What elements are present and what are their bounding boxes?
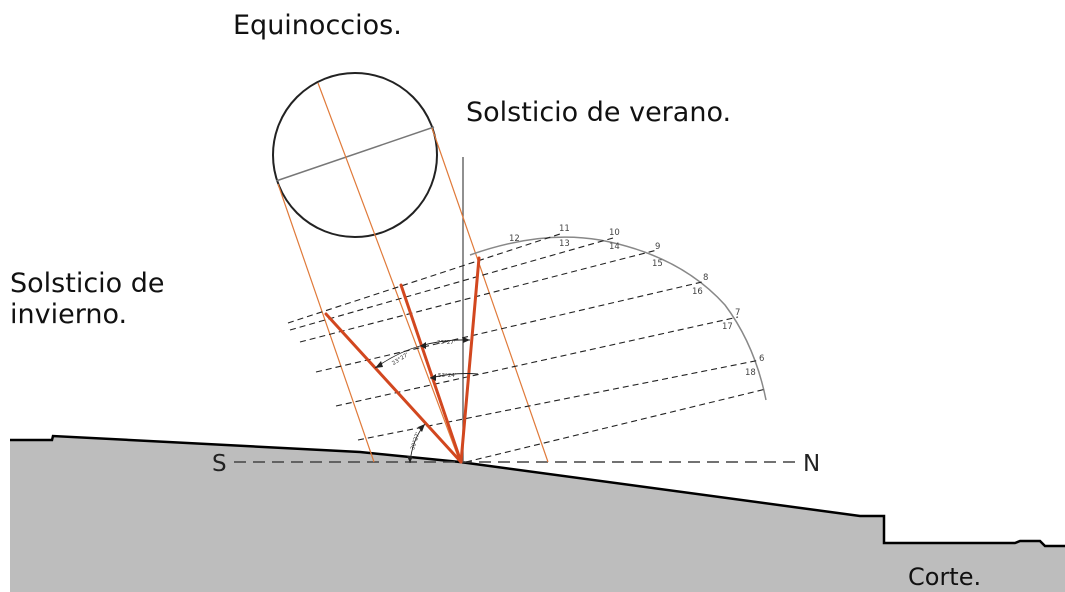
hour-label: 9 — [655, 242, 660, 252]
arrowhead — [463, 337, 470, 343]
summer-solstice-ray — [459, 256, 481, 464]
hour-label: 14 — [609, 242, 620, 252]
guide-line-left — [277, 183, 375, 463]
hour-line — [335, 316, 739, 407]
hour-label: 18 — [745, 368, 756, 378]
hour-label: 17 — [722, 322, 733, 332]
winter-solstice-label-line2: invierno. — [10, 299, 128, 330]
summer-solstice-label: Solsticio de verano. — [466, 97, 732, 128]
hour-line — [299, 249, 658, 343]
sun-disc — [272, 72, 438, 238]
winter-solstice-label: Solsticio de invierno. — [10, 268, 165, 330]
angle-label-winter-altitude: 30°27' — [410, 432, 421, 451]
north-label: N — [803, 451, 820, 477]
hour-line — [357, 359, 761, 441]
hour-label: 13 — [559, 239, 570, 249]
equinox-ray — [399, 283, 463, 464]
hour-label: 16 — [692, 287, 703, 297]
hour-line — [289, 237, 614, 331]
hour-label-noon: 12 — [509, 234, 520, 244]
hour-line — [287, 233, 561, 324]
hour-lines — [287, 233, 767, 463]
ground-section — [10, 436, 1065, 592]
angle-label-summer: 23°27' — [437, 340, 455, 346]
hour-label: 8 — [703, 273, 708, 283]
hour-label: 11 — [559, 224, 570, 234]
winter-solstice-ray — [324, 312, 463, 464]
angle-label-equinox-altitude: 53°24' — [438, 373, 456, 379]
hour-line — [315, 281, 703, 373]
guide-line-center — [317, 82, 461, 463]
section-label: Corte. — [908, 563, 982, 591]
arrowhead — [430, 374, 436, 381]
ground-profile-line — [10, 434, 1065, 548]
hour-label: 7 — [735, 308, 740, 318]
hour-label: 10 — [609, 228, 620, 238]
arrowhead — [407, 456, 413, 463]
sun-path-arc — [469, 236, 767, 401]
angle-arrowheads — [375, 337, 470, 463]
hour-label: 6 — [759, 354, 764, 364]
sun-rays — [324, 256, 481, 464]
winter-solstice-label-line1: Solsticio de — [10, 268, 165, 299]
hour-label: 15 — [652, 259, 663, 269]
arrowhead — [375, 361, 383, 368]
arrowhead — [420, 342, 426, 349]
equinox-label: Equinoccios. — [233, 10, 402, 41]
south-label: S — [212, 451, 227, 477]
hour-line — [465, 388, 767, 463]
sun-disc-diameter — [275, 126, 435, 182]
arrowhead — [418, 424, 425, 432]
guide-line-right — [431, 127, 549, 463]
